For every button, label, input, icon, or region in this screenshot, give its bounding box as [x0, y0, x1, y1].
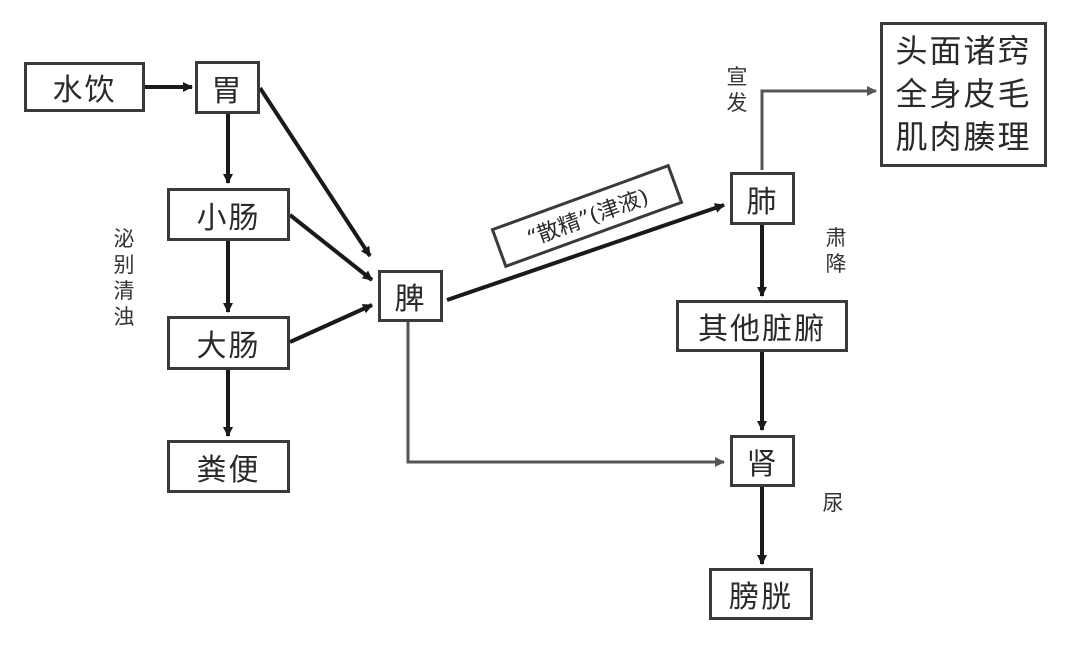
toumian-line-1: 头面诸窍	[895, 32, 1032, 70]
node-pangguang: 膀胱	[709, 568, 813, 620]
arrow-pi-to-fei	[446, 203, 725, 302]
node-xiaochang: 小肠	[167, 188, 290, 241]
node-qita: 其他脏腑	[676, 300, 848, 352]
label-sujiang: 肃降	[825, 226, 847, 276]
arrow-wei-to-pi	[258, 86, 372, 258]
arrow-pi-to-shen	[406, 322, 725, 467]
label-xuanfa: 宣发	[726, 65, 748, 115]
node-wei: 胃	[195, 61, 260, 114]
node-dachang: 大肠	[167, 316, 290, 370]
toumian-line-3: 肌肉腠理	[895, 118, 1032, 156]
arrow-fei-to-toumian	[760, 86, 877, 170]
node-shen: 肾	[730, 435, 795, 487]
node-toumian: 头面诸窍 全身皮毛 肌肉腠理	[880, 22, 1047, 167]
node-fenbian: 粪便	[167, 440, 290, 493]
label-mibie: 泌别清浊	[113, 227, 135, 329]
node-pi: 脾	[378, 270, 443, 322]
node-shuiyin: 水饮	[24, 62, 145, 112]
toumian-line-2: 全身皮毛	[895, 75, 1032, 113]
arrow-xiaochang-to-pi	[288, 213, 374, 282]
arrow-dachang-to-pi	[289, 303, 373, 344]
label-niao: 尿	[822, 491, 844, 515]
node-fei: 肺	[730, 172, 795, 225]
